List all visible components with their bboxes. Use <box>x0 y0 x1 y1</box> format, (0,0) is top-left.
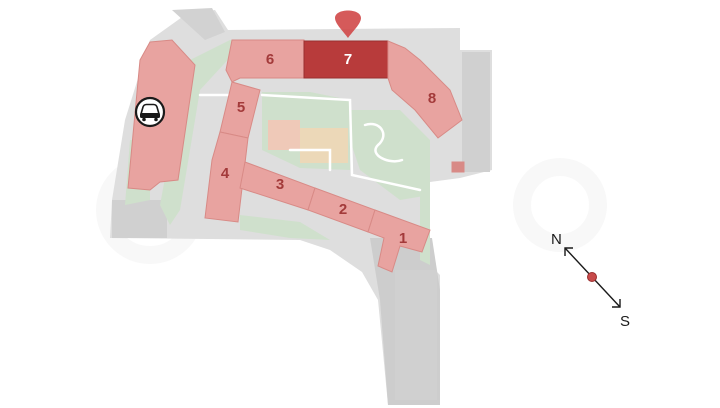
building-6[interactable] <box>225 39 305 83</box>
building-1-label: 1 <box>399 230 407 247</box>
building-1[interactable] <box>367 209 431 273</box>
building-3-label: 3 <box>276 176 284 193</box>
compass-icon: N S <box>551 231 630 330</box>
building-2-label: 2 <box>339 201 347 218</box>
building-7[interactable] <box>303 40 389 79</box>
small-structure <box>451 161 465 173</box>
building-8-label: 8 <box>428 90 436 107</box>
building-5-label: 5 <box>237 99 245 116</box>
building-7-label: 7 <box>344 51 352 68</box>
buildings <box>127 39 465 273</box>
car-icon[interactable] <box>134 96 166 128</box>
compass-north-label: N <box>551 231 562 248</box>
building-8[interactable] <box>387 40 463 139</box>
building-6-label: 6 <box>266 51 274 68</box>
compass-south-label: S <box>620 313 630 330</box>
site-ground <box>110 8 492 405</box>
building-4-label: 4 <box>221 165 230 182</box>
map-pin-icon <box>335 10 361 38</box>
building-labels: 1 2 3 4 5 6 7 8 <box>221 51 436 247</box>
building-4[interactable] <box>204 131 249 223</box>
playgrounds <box>268 120 348 163</box>
